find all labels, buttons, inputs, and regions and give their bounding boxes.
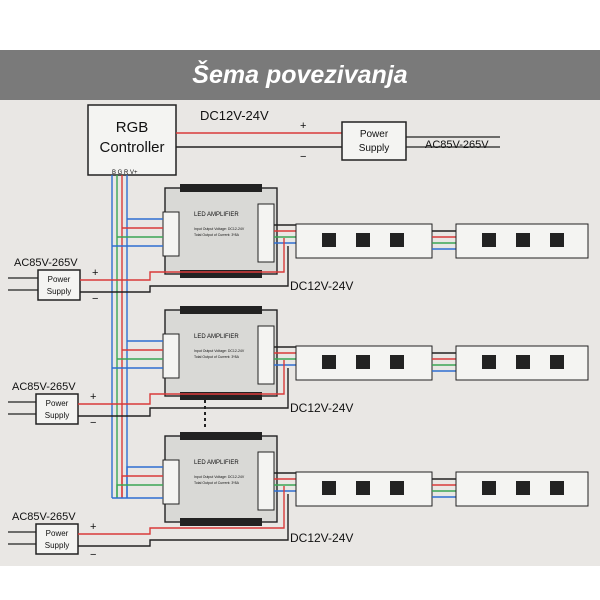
branch-1-negative-wire [80, 246, 289, 293]
amplifier-1-note-2: Total Output of Current: 3*8A [194, 233, 240, 237]
branch-1-power-supply-box [37, 269, 81, 301]
led-chip [356, 233, 370, 247]
amplifier-3-bottom-rail [180, 518, 262, 526]
top-supply-label-1: Power [360, 129, 389, 140]
branch-2-negative-wire [78, 368, 289, 417]
amp3-in-green [116, 484, 163, 498]
branch-1-plus: + [92, 267, 98, 279]
led-chip [516, 355, 530, 369]
led-chip [482, 481, 496, 495]
amplifier-1-note-1: Input Output Voltage: DC12-24V [194, 227, 245, 231]
amplifier-3-output-terminal [257, 451, 275, 511]
amplifier-unit-1: LED AMPLIFIER Input Output Voltage: DC12… [112, 184, 589, 278]
branch-3-minus: − [90, 549, 96, 561]
branch-2-minus: − [90, 417, 96, 429]
branch-2-plus: + [90, 391, 96, 403]
led-chip [356, 355, 370, 369]
amplifier-2-top-rail [180, 306, 262, 314]
branch-1-supply-label-1: Power [48, 275, 71, 284]
rgb-controller-box [87, 104, 177, 176]
led-chip [482, 233, 496, 247]
branch-3-supply-label-1: Power [46, 529, 69, 538]
diagram-title: Šema povezivanja [192, 61, 408, 89]
power-supply-branch-1: AC85V-265V Power Supply + − DC12V-24V [8, 238, 353, 305]
rgb-controller: RGB Controller B G R V+ [87, 104, 177, 176]
wiring-diagram: RGB Controller B G R V+ DC12V-24V + − Po… [8, 104, 589, 561]
controller-power-wires: DC12V-24V + − [176, 108, 342, 163]
led-chip [516, 481, 530, 495]
power-supply-branch-2: AC85V-265V Power Supply + − DC12V-24V [8, 360, 353, 429]
amplifier-3-label: LED AMPLIFIER [194, 460, 239, 466]
signal-bus [111, 175, 128, 498]
top-dc-label: DC12V-24V [200, 108, 269, 123]
amplifier-1-label: LED AMPLIFIER [194, 212, 239, 218]
branch-2-dc-label: DC12V-24V [290, 401, 353, 415]
led-chip [390, 355, 404, 369]
amplifier-2-input-terminal [162, 333, 180, 379]
amplifier-1-input-terminal [162, 211, 180, 257]
led-chip [390, 233, 404, 247]
branch-2-power-supply-box [35, 393, 79, 425]
controller-label-1: RGB [116, 119, 149, 136]
led-chip [482, 355, 496, 369]
branch-1-dc-label: DC12V-24V [290, 279, 353, 293]
led-strip-3b [455, 471, 589, 507]
amplifier-1-bottom-rail [180, 270, 262, 278]
branch-3-ac-label: AC85V-265V [12, 511, 76, 523]
top-ac-label: AC85V-265V [425, 139, 489, 151]
amplifier-2-note-1: Input Output Voltage: DC12-24V [194, 349, 245, 353]
led-chip [390, 481, 404, 495]
led-chip [550, 481, 564, 495]
top-minus-label: − [300, 151, 306, 163]
led-chip [322, 233, 336, 247]
amp3-in-red [121, 475, 163, 498]
branch-3-dc-label: DC12V-24V [290, 531, 353, 545]
amplifier-2-label: LED AMPLIFIER [194, 334, 239, 340]
amplifier-2-output-terminal [257, 325, 275, 385]
branch-1-supply-label-2: Supply [47, 287, 71, 296]
amp3-in-blue [126, 466, 163, 498]
amplifier-unit-3: LED AMPLIFIER Input Output Voltage: DC12… [112, 432, 589, 526]
amplifier-3-input-terminal [162, 459, 180, 505]
amplifier-2-bottom-rail [180, 392, 262, 400]
top-plus-label: + [300, 120, 306, 132]
branch-3-plus: + [90, 521, 96, 533]
amplifier-3-note-2: Total Output of Current: 3*8A [194, 481, 240, 485]
led-chip [516, 233, 530, 247]
top-supply-label-2: Supply [359, 143, 390, 154]
title-banner: Šema povezivanja [0, 50, 600, 100]
amplifier-2-note-2: Total Output of Current: 3*8A [194, 355, 240, 359]
branch-2-supply-label-1: Power [46, 399, 69, 408]
branch-3-positive-wire [78, 486, 285, 535]
branch-1-ac-label: AC85V-265V [14, 257, 78, 269]
led-chip [550, 355, 564, 369]
branch-1-minus: − [92, 293, 98, 305]
amplifier-3-note-1: Input Output Voltage: DC12-24V [194, 475, 245, 479]
led-chip [550, 233, 564, 247]
branch-3-power-supply-box [35, 523, 79, 555]
led-chip [322, 481, 336, 495]
amplifier-1-output-terminal [257, 203, 275, 263]
controller-label-2: Controller [99, 139, 164, 156]
branch-2-positive-wire [78, 360, 285, 405]
top-power-supply-box [341, 121, 407, 161]
controller-pin-labels: B G R V+ [112, 170, 138, 176]
led-chip [322, 355, 336, 369]
branch-3-supply-label-2: Supply [45, 541, 69, 550]
power-supply-branch-3: AC85V-265V Power Supply + − DC12V-24V [8, 486, 353, 561]
top-power-supply: Power Supply AC85V-265V [341, 121, 500, 161]
branch-3-negative-wire [78, 494, 289, 547]
branch-2-supply-label-2: Supply [45, 411, 69, 420]
branch-2-ac-label: AC85V-265V [12, 381, 76, 393]
branch-1-positive-wire [80, 238, 285, 281]
amplifier-unit-2: LED AMPLIFIER Input Output Voltage: DC12… [112, 306, 589, 400]
led-chip [356, 481, 370, 495]
amplifier-1-top-rail [180, 184, 262, 192]
amplifier-3-top-rail [180, 432, 262, 440]
